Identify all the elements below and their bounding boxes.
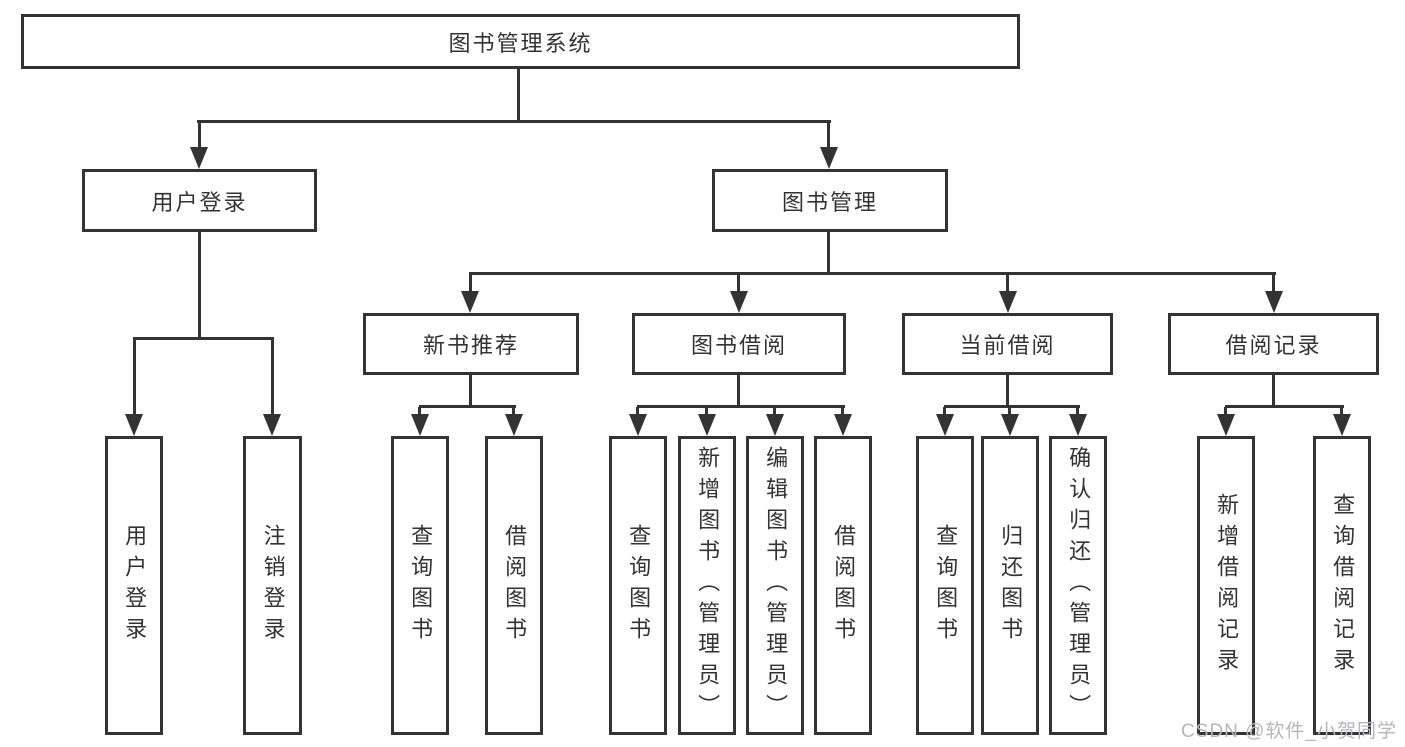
connector-line [1006,274,1009,293]
node-label: 查询图书 [626,523,652,648]
connector-line [198,232,201,339]
connector-line [827,122,830,149]
leaf-recommend-borrow-books: 借阅图书 [485,436,543,735]
arrow-down-icon [834,414,852,436]
node-borrowing-records: 借阅记录 [1168,313,1379,375]
node-new-book-recommendation: 新书推荐 [363,313,579,375]
connector-line [198,122,201,149]
node-current-borrowing: 当前借阅 [902,313,1113,375]
connector-line [517,68,520,122]
node-label: 注销登录 [260,523,286,648]
connector-line [133,339,136,416]
node-label: 编辑图书（管理员） [763,446,789,725]
leaf-current-query-books: 查询图书 [916,436,974,735]
node-label: 查询图书 [933,523,959,648]
arrow-down-icon [820,147,838,169]
leaf-borrowing-add-books-admin: 新增图书（管理员） [678,436,736,735]
arrow-down-icon [1333,414,1351,436]
leaf-current-return-books: 归还图书 [981,436,1039,735]
arrow-down-icon [1069,414,1087,436]
node-library-management-system: 图书管理系统 [21,14,1020,69]
connector-line [944,405,1080,408]
connector-line [1272,375,1275,408]
arrow-down-icon [629,414,647,436]
node-label: 当前借阅 [959,333,1056,358]
node-label: 图书管理 [781,189,878,215]
node-book-management: 图书管理 [712,169,948,232]
connector-line [705,407,708,417]
leaf-records-query-borrow-record: 查询借阅记录 [1313,436,1371,735]
node-label: 确认归还（管理员） [1066,446,1092,725]
connector-line [512,407,515,417]
leaf-records-add-borrow-record: 新增借阅记录 [1197,436,1255,735]
connector-line [827,232,830,275]
arrow-down-icon [411,414,429,436]
connector-line [418,407,421,417]
arrow-down-icon [766,414,784,436]
connector-line [1272,274,1275,293]
connector-line [637,405,845,408]
connector-line [469,375,472,408]
node-label: 归还图书 [998,523,1024,648]
connector-line [271,339,274,416]
node-label: 图书管理系统 [448,30,593,56]
leaf-recommend-query-books: 查询图书 [391,436,449,735]
connector-line [469,272,1276,275]
leaf-borrowing-borrow-books: 借阅图书 [814,436,872,735]
arrow-down-icon [999,291,1017,313]
connector-line [419,405,516,408]
connector-line [1008,407,1011,417]
connector-line [1224,407,1227,417]
arrow-down-icon [1265,291,1283,313]
node-user-login: 用户登录 [82,169,317,232]
connector-line [943,407,946,417]
node-label: 查询图书 [408,523,434,648]
connector-line [469,274,472,293]
connector-line [1225,405,1344,408]
node-book-borrowing: 图书借阅 [632,313,846,375]
leaf-borrowing-edit-books-admin: 编辑图书（管理员） [746,436,804,735]
arrow-down-icon [505,414,523,436]
node-label: 用户登录 [122,523,148,648]
connector-line [133,337,274,340]
arrow-down-icon [461,291,479,313]
connector-line [841,407,844,417]
arrow-down-icon [1001,414,1019,436]
connector-line [1076,407,1079,417]
connector-line [1340,407,1343,417]
connector-line [737,274,740,293]
leaf-current-confirm-return-admin: 确认归还（管理员） [1049,436,1107,735]
connector-line [636,407,639,417]
leaf-user-login: 用户登录 [105,436,163,735]
connector-line [737,375,740,408]
node-label: 借阅记录 [1225,333,1322,358]
connector-line [197,120,831,123]
node-label: 新书推荐 [422,333,519,358]
arrow-down-icon [936,414,954,436]
node-label: 借阅图书 [831,523,857,648]
connector-line [773,407,776,417]
csdn-watermark: CSDN @软件_小贺同学 [1181,721,1397,742]
arrow-down-icon [263,414,281,436]
node-label: 新增借阅记录 [1214,492,1240,679]
arrow-down-icon [698,414,716,436]
node-label: 新增图书（管理员） [695,446,721,725]
arrow-down-icon [125,414,143,436]
arrow-down-icon [730,291,748,313]
arrow-down-icon [1217,414,1235,436]
arrow-down-icon [190,147,208,169]
node-label: 用户登录 [151,189,248,215]
leaf-borrowing-query-books: 查询图书 [609,436,667,735]
node-label: 图书借阅 [690,333,787,358]
node-label: 借阅图书 [502,523,528,648]
connector-line [1006,375,1009,408]
leaf-logout: 注销登录 [243,436,302,735]
node-label: 查询借阅记录 [1330,492,1356,679]
